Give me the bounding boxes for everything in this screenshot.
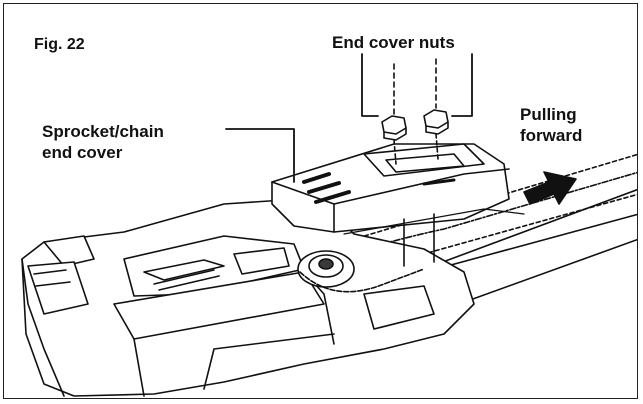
callout-sprocket-line1: Sprocket/chain <box>42 122 164 141</box>
callout-sprocket-chain-end-cover: Sprocket/chain end cover <box>42 121 164 163</box>
motor-housing <box>21 199 475 397</box>
figure-label: Fig. 22 <box>34 36 85 53</box>
callout-leaders <box>225 53 473 183</box>
callout-sprocket-line2: end cover <box>42 143 123 162</box>
callout-pull-line2: forward <box>520 126 583 145</box>
sprocket <box>297 250 425 293</box>
end-cover <box>271 143 525 267</box>
end-cover-nuts <box>381 58 449 165</box>
callout-end-cover-nuts: End cover nuts <box>332 33 455 52</box>
chainsaw-illustration <box>21 53 637 397</box>
pull-direction-arrow-icon <box>523 171 577 205</box>
figure-frame: Fig. 22 End cover nuts Sprocket/chain en… <box>3 3 638 399</box>
callout-pull-line1: Pulling <box>520 105 577 124</box>
callout-pulling-forward: Pulling forward <box>520 104 582 146</box>
